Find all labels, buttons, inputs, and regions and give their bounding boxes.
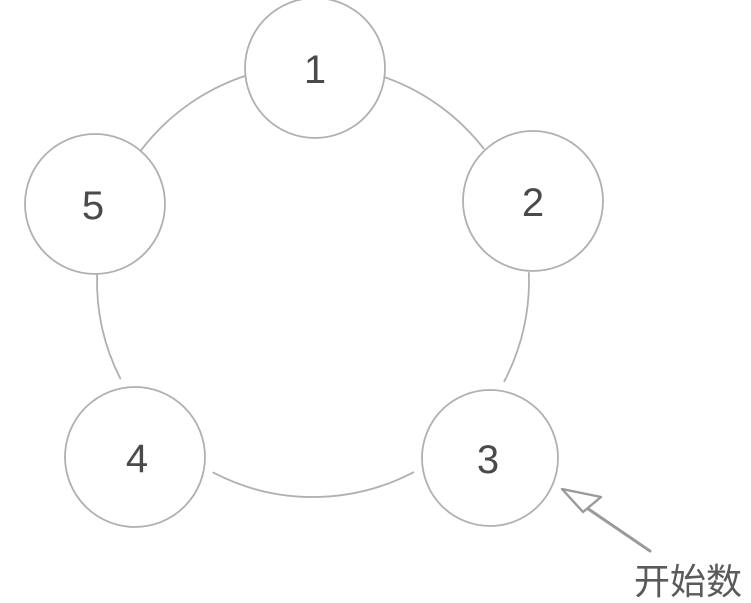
nodes-group: 1 2 3 4 5	[24, 0, 604, 528]
node-5-circle[interactable]	[24, 133, 166, 275]
start-annotation: 开始数	[560, 487, 742, 603]
node-2-circle[interactable]	[462, 130, 604, 272]
node-2[interactable]: 2	[462, 130, 604, 272]
node-1[interactable]: 1	[244, 0, 386, 139]
edge-node1-node2	[380, 75, 485, 150]
node-4-circle[interactable]	[64, 386, 206, 528]
edge-node4-node5	[96, 273, 122, 380]
edge-node3-node4	[212, 471, 415, 498]
start-count-label: 开始数	[634, 562, 742, 603]
node-5[interactable]: 5	[24, 133, 166, 275]
node-5-label: 5	[82, 184, 104, 228]
callout-arrow-head	[560, 487, 603, 514]
node-4-label: 4	[126, 437, 148, 481]
node-1-label: 1	[304, 48, 326, 92]
node-1-circle[interactable]	[244, 0, 386, 139]
node-3-circle[interactable]	[421, 389, 559, 527]
edge-node2-node3	[503, 271, 530, 383]
node-2-label: 2	[522, 181, 544, 225]
node-3-label: 3	[477, 438, 499, 482]
callout-arrow-shaft	[582, 504, 652, 553]
node-3[interactable]: 3	[421, 389, 559, 527]
node-4[interactable]: 4	[64, 386, 206, 528]
ring-edges	[96, 73, 530, 498]
edge-node5-node1	[140, 73, 250, 152]
